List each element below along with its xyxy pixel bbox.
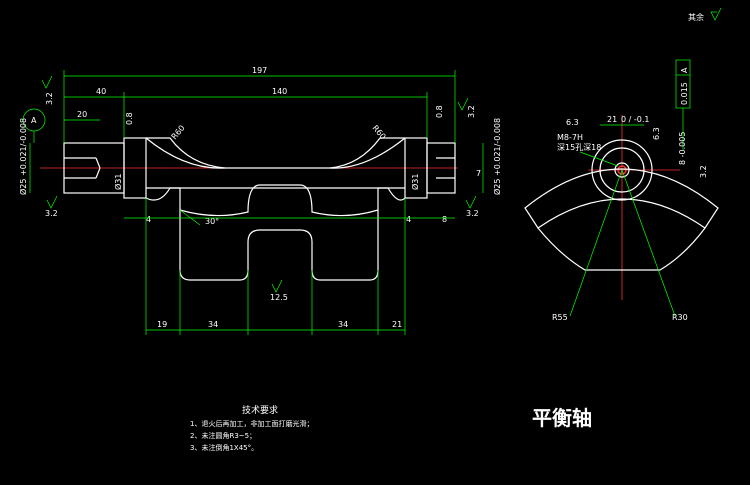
right-journal <box>426 142 456 194</box>
dim-radius-left: R60 <box>170 123 187 141</box>
dim-overall-length: 197 <box>252 66 267 75</box>
dim-bottom-4: 21 <box>392 320 402 329</box>
tol-frame-datum: A <box>680 67 689 73</box>
roughness-right-top-icon <box>457 97 469 111</box>
dim-shoulder-dia-right: Ø31 <box>410 174 420 190</box>
dim-shoulder-dia-left: Ø31 <box>113 174 123 190</box>
dim-vertical: 8 -0.005 <box>678 132 687 165</box>
dim-bottom-3: 34 <box>338 320 348 329</box>
dim-step-right: 4 <box>406 215 411 224</box>
dim-width: 21 <box>607 115 617 124</box>
dim-journal-dia-left: Ø25 +0.021/-0.008 <box>18 118 28 195</box>
technical-requirements: 技术要求 1、退火后再加工，非加工面打磨光滑； 2、未注圆角R3~5； 3、未注… <box>190 404 313 452</box>
counterweight-sector-bottom <box>537 227 706 271</box>
dim-bottom-2: 34 <box>208 320 218 329</box>
left-arc-inner <box>146 137 226 169</box>
dim-width-tol: 0 / -0.1 <box>621 115 649 124</box>
roughness-right-bottom-icon <box>465 195 477 209</box>
roughness-right-bottom: 3.2 <box>466 209 479 218</box>
dim-step-left: 4 <box>146 215 151 224</box>
radius-large-leader <box>621 169 676 317</box>
notes-heading: 技术要求 <box>242 404 278 416</box>
dim-radius-small: R55 <box>552 313 568 322</box>
dim-top: 6.3 <box>566 118 579 127</box>
roughness-right-top2: 0.8 <box>435 105 444 118</box>
roughness-left-top-icon <box>41 75 53 89</box>
left-shoulder <box>123 137 147 199</box>
thread-spec: M8-7H <box>557 133 583 142</box>
angle-leader <box>179 209 201 226</box>
radius-small-leader <box>569 169 623 317</box>
dim-bottom-1: 19 <box>157 320 167 329</box>
roughness-left-bottom: 3.2 <box>45 209 58 218</box>
roughness-left-bottom-icon <box>46 195 58 209</box>
side-view: R55 R30 21 0 / -0.1 6.3 M8-7H 深15孔深18 0.… <box>524 59 719 322</box>
roughness-marks: 3.2 3.2 0.8 0.8 3.2 3.2 12.5 <box>41 75 479 302</box>
side-thread-hole <box>617 165 627 175</box>
roughness-right-top: 3.2 <box>467 105 476 118</box>
datum-label: A <box>31 116 37 125</box>
dim-journal-dia-right: Ø25 +0.021/-0.008 <box>492 118 502 195</box>
corner-note-text: 其余 <box>688 12 704 22</box>
roughness-bottom-center: 12.5 <box>270 293 288 302</box>
hole-note: 深15孔深18 <box>557 143 601 152</box>
counterweight-outline <box>145 187 406 281</box>
dim-taper-angle: 30° <box>205 217 219 226</box>
side-outer-circle <box>591 139 653 201</box>
roughness-symbol-icon <box>710 7 722 21</box>
side-bore <box>614 162 630 178</box>
roughness-side-1: 6.3 <box>652 127 661 140</box>
roughness-shoulder: 0.8 <box>125 112 134 125</box>
roughness-bottom-center-icon <box>271 279 283 293</box>
counterweight-sector-top <box>524 168 719 229</box>
counterweight-inner <box>179 184 379 217</box>
dim-radius-right: R60 <box>370 124 387 142</box>
left-keyway-end2 <box>95 167 101 179</box>
corner-roughness-note: 其余 <box>688 7 722 22</box>
notes-item-2: 2、未注圆角R3~5； <box>190 431 256 440</box>
left-keyway-end <box>95 157 101 169</box>
notes-item-3: 3、未注倒角1X45°。 <box>190 443 258 452</box>
dim-gap-right: 8 <box>442 215 447 224</box>
front-view: 197 40 140 20 A Ø25 +0.021/-0.008 Ø31 Ø3… <box>18 66 502 335</box>
dim-journal-length: 20 <box>77 110 87 119</box>
dim-key: 7 <box>476 169 481 178</box>
roughness-left-top: 3.2 <box>45 92 54 105</box>
dim-span-left: 40 <box>96 87 106 96</box>
tol-frame-value: 0.015 <box>680 82 689 105</box>
thread-leader <box>579 151 619 167</box>
roughness-side-2: 3.2 <box>699 165 708 178</box>
notes-item-1: 1、退火后再加工，非加工面打磨光滑； <box>190 419 313 428</box>
side-mid-circle <box>599 147 645 193</box>
dim-span-middle: 140 <box>272 87 287 96</box>
upper-contour <box>145 137 406 169</box>
dim-radius-large: R30 <box>672 313 688 322</box>
drawing-title: 平衡轴 <box>532 406 592 430</box>
right-arc-inner <box>329 137 405 169</box>
